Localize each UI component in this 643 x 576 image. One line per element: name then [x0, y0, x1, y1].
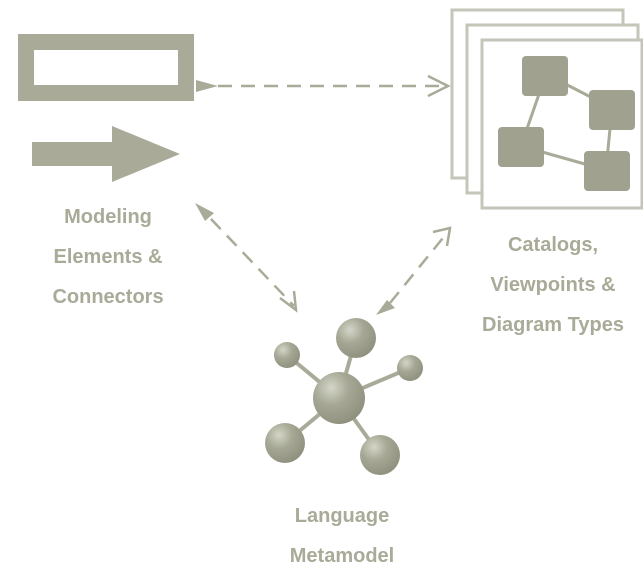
diagram-node-icon — [498, 127, 544, 167]
stacked-diagram-pages-icon — [450, 8, 643, 210]
label-line: Connectors — [52, 286, 164, 308]
arrow-connector-icon — [32, 126, 180, 182]
dashed-connector-metamodel-to-catalogs — [376, 226, 452, 315]
label-line: Viewpoints & — [490, 274, 616, 296]
label-line: Modeling — [64, 206, 152, 228]
label-line: Catalogs, — [507, 234, 599, 256]
dashed-connector-elements-to-catalogs — [196, 74, 451, 98]
modeling-elements-label: Modeling Elements & Connectors — [28, 197, 188, 317]
label-line: Metamodel — [289, 545, 395, 567]
label-line: Language — [294, 505, 390, 527]
label-line: Diagram Types — [482, 314, 624, 336]
catalogs-label: Catalogs, Viewpoints & Diagram Types — [468, 225, 638, 345]
diagram-node-icon — [589, 90, 635, 130]
diagram-node-icon — [522, 56, 568, 96]
diagram-canvas — [18, 8, 643, 475]
rectangle-element-icon — [18, 34, 194, 101]
diagram-node-icon — [584, 151, 630, 191]
label-line: Elements & — [53, 246, 163, 268]
language-metamodel-label: Language Metamodel — [270, 496, 414, 576]
metamodel-molecule-icon — [265, 318, 423, 475]
dashed-connector-elements-to-metamodel — [195, 203, 298, 313]
